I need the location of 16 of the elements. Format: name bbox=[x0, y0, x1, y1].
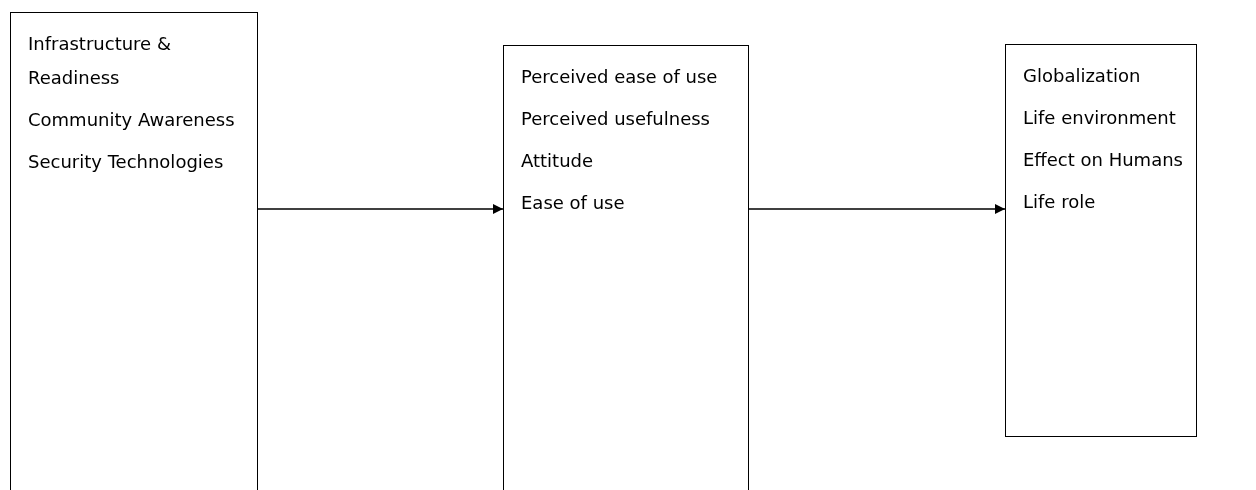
factor-text: Globalization bbox=[1023, 64, 1142, 88]
factor-text: Community Awareness bbox=[28, 108, 236, 132]
factor-box bbox=[503, 45, 749, 490]
factor-text: Effect on Humans bbox=[1023, 148, 1184, 172]
factor-text: Life environment bbox=[1023, 106, 1177, 130]
factor-text: Attitude bbox=[521, 149, 595, 173]
arrow bbox=[748, 203, 1006, 215]
factor-text: Infrastructure & Readiness bbox=[28, 32, 172, 90]
factor-text: Security Technologies bbox=[28, 150, 225, 174]
factor-box bbox=[1005, 44, 1197, 437]
factor-text: Perceived ease of use bbox=[521, 65, 719, 89]
factor-text: Ease of use bbox=[521, 191, 626, 215]
arrow bbox=[257, 203, 504, 215]
factor-text: Perceived usefulness bbox=[521, 107, 711, 131]
factor-text: Life role bbox=[1023, 190, 1097, 214]
factor-box bbox=[10, 12, 258, 490]
